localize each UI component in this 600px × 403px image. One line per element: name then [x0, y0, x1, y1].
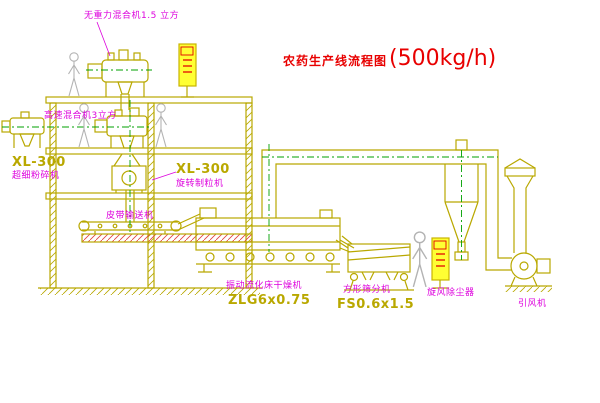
exhaust-duct [261, 149, 512, 271]
label-granulator: 旋转制粒机 [176, 179, 224, 189]
label-xl300-right: XL-300 [176, 162, 230, 177]
square-sieve-machine [335, 235, 414, 291]
person-figure [412, 231, 428, 288]
control-panel-2 [431, 237, 450, 289]
title-capacity: (500kg/h) [389, 46, 497, 71]
label-high-speed-mixer: 高速混合机3立方 [44, 111, 117, 121]
person-figure [67, 52, 81, 97]
label-sieve-model: FS0.6x1.5 [337, 297, 415, 312]
pulverizer-machine [1, 111, 45, 148]
control-panel-1 [178, 43, 197, 98]
label-xl300-left: XL-300 [12, 155, 66, 170]
title-text: 农药生产线流程图 [283, 54, 388, 68]
diagram-title: 农药生产线流程图 (500kg/h) [283, 46, 496, 71]
gravity-mixer [87, 49, 149, 110]
label-dryer: 振动流化床干燥机 [226, 281, 303, 291]
label-gravity-mixer: 无重力混合机1.5 立方 [84, 11, 180, 21]
leader-lines [96, 21, 177, 181]
label-pulverizer: 超细粉碎机 [12, 171, 60, 181]
label-dust-collector: 旋风除尘器 [427, 288, 475, 298]
person-figure [154, 103, 168, 148]
granulator-machine [111, 153, 147, 222]
induced-fan-machine [505, 252, 552, 292]
label-fan: 引风机 [518, 299, 547, 309]
building-structure [38, 96, 262, 295]
centerlines [2, 69, 498, 260]
fluid-bed-dryer-machine [195, 207, 355, 273]
chimney-stack [504, 158, 536, 253]
label-sieve: 方形筛分机 [343, 285, 391, 295]
label-dryer-model: ZLG6x0.75 [228, 293, 311, 308]
label-belt-conveyor: 皮带输送机 [106, 211, 154, 221]
